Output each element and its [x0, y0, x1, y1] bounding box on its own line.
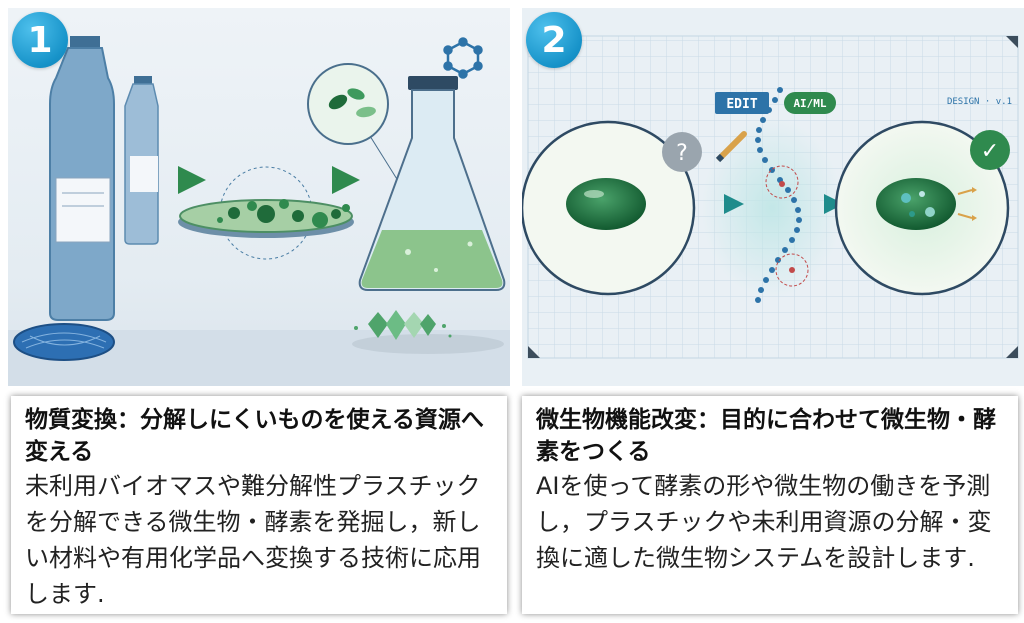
arrow-icon — [332, 166, 360, 194]
petri-dish-icon — [178, 166, 354, 260]
caption-title: 微生物機能改変：目的に合わせて微生物・酵素をつくる — [536, 407, 996, 465]
caption-body: 未利用バイオマスや難分解性プラスチックを分解できる微生物・酵素を発掘し，新しい材… — [25, 472, 481, 608]
check-mark: ✓ — [981, 139, 999, 164]
microbe-zoom-icon — [307, 63, 389, 145]
caption-body: AIを使って酵素の形や微生物の働きを予測し，プラスチックや未利用資源の分解・変換… — [536, 472, 992, 572]
edit-target-marker — [765, 165, 799, 199]
small-bottle-icon — [124, 76, 159, 245]
question-icon: ? — [662, 132, 702, 172]
large-bottle-icon — [49, 36, 115, 321]
arrow-icon — [824, 194, 844, 214]
engineered-cell-icon — [834, 120, 1010, 296]
pencil-icon — [715, 131, 747, 163]
edit-label: EDIT — [726, 97, 757, 112]
edit-target-marker — [775, 253, 809, 287]
step-number-badge: 1 — [12, 12, 68, 68]
material-conversion-caption: 物質変換：分解しにくいものを使える資源へ変える 未利用バイオマスや難分解性プラス… — [11, 396, 507, 614]
molecule-icon — [443, 37, 483, 79]
original-cell-icon — [522, 120, 696, 296]
arrow-icon — [724, 194, 744, 214]
microbe-engineering-caption: 微生物機能改変：目的に合わせて微生物・酵素をつくる AIを使って酵素の形や微生物… — [522, 396, 1018, 614]
material-conversion-illustration — [8, 36, 510, 386]
crystals-icon — [352, 310, 504, 354]
microbe-design-illustration: ? EDIT AI/ML DESIGN · v.1 — [522, 35, 1019, 359]
arrow-icon — [178, 166, 206, 194]
check-icon: ✓ — [970, 130, 1010, 170]
plastic-fiber-icon — [13, 323, 115, 361]
step-number-badge: 2 — [526, 12, 582, 68]
panel-material-conversion: 1 — [8, 8, 510, 386]
design-version-label: DESIGN · v.1 — [947, 97, 1012, 107]
question-mark: ? — [676, 141, 688, 166]
aiml-label-box — [784, 92, 836, 114]
flask-icon — [358, 76, 506, 291]
caption-title: 物質変換：分解しにくいものを使える資源へ変える — [25, 407, 484, 465]
panel-microbe-engineering: ? EDIT AI/ML DESIGN · v.1 — [522, 8, 1024, 386]
edit-label-box — [715, 92, 769, 114]
aiml-label: AI/ML — [793, 97, 826, 110]
